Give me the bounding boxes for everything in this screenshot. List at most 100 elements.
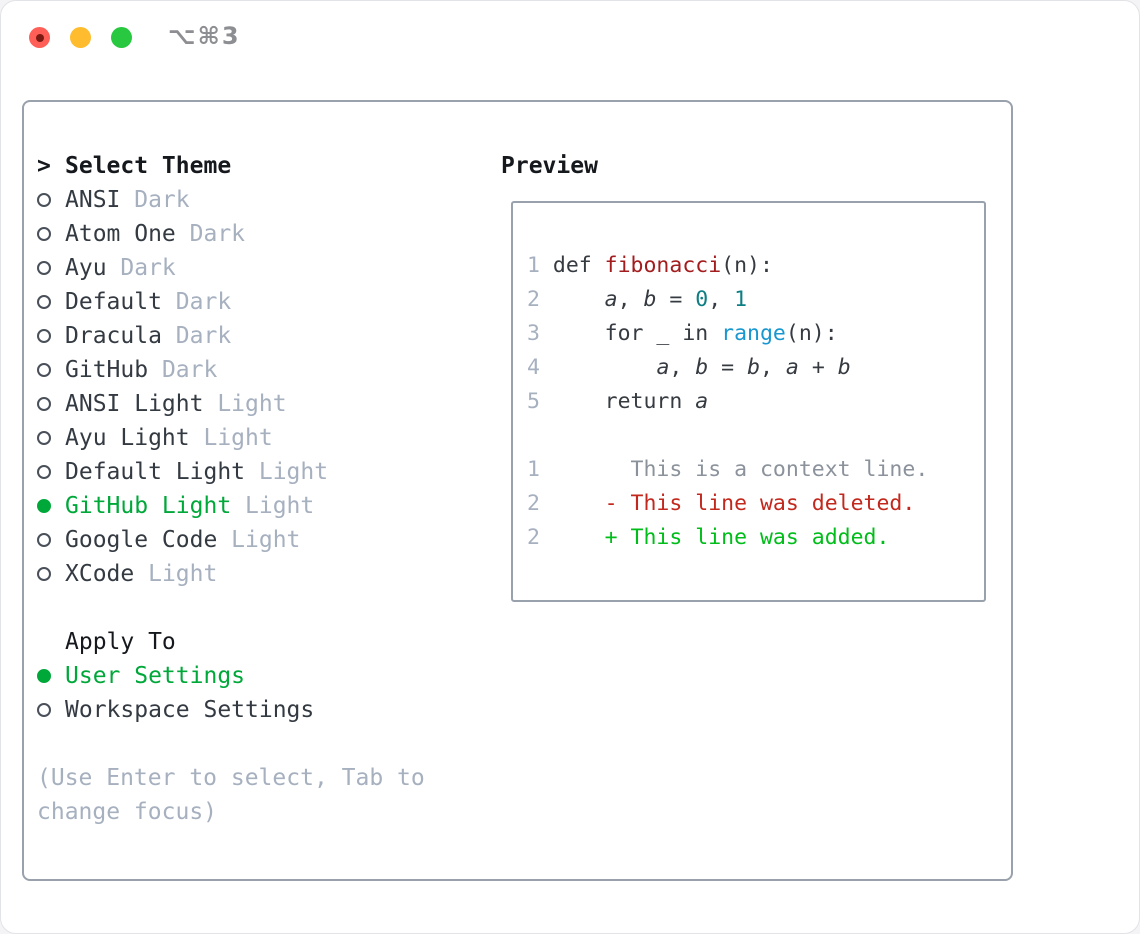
code-token-title: fibonacci <box>604 253 722 278</box>
apply-target-option[interactable]: Workspace Settings <box>37 693 425 727</box>
apply-target-option[interactable]: User Settings <box>37 659 425 693</box>
zoom-button[interactable] <box>111 27 132 48</box>
code-token-plain: , <box>708 287 735 312</box>
radio-icon <box>37 465 65 479</box>
radio-icon <box>37 431 65 445</box>
code-token-num: 0 <box>695 287 709 312</box>
theme-variant-label: Light <box>258 459 329 485</box>
apply-to-header: Apply To <box>37 625 425 659</box>
theme-name: Dracula <box>65 323 162 349</box>
code-token-var: b <box>643 287 657 312</box>
hint-line: change focus) <box>37 799 218 825</box>
theme-name: XCode <box>65 561 135 587</box>
line-number: 2 <box>527 287 540 312</box>
code-token-plain: + <box>798 355 838 380</box>
radio-icon <box>37 397 65 411</box>
theme-option[interactable]: Dracula Dark <box>37 319 425 353</box>
theme-option[interactable]: ANSI Light Light <box>37 387 425 421</box>
hint-line: (Use Enter to select, Tab to <box>37 765 425 791</box>
theme-option[interactable]: XCode Light <box>37 557 425 591</box>
code-token-var: b <box>695 355 709 380</box>
cursor-caret-icon: > <box>37 153 51 179</box>
theme-option[interactable]: Ayu Dark <box>37 251 425 285</box>
code-token-var: a <box>695 389 709 414</box>
code-line: 2 a, b = 0, 1 <box>527 283 970 317</box>
minimize-button[interactable] <box>70 27 91 48</box>
line-number: 3 <box>527 321 540 346</box>
code-token-plain <box>553 525 605 550</box>
keyboard-hint: (Use Enter to select, Tab to change focus… <box>37 761 425 829</box>
code-line: 4 a, b = b, a + b <box>527 351 970 385</box>
code-token-plain <box>553 491 605 516</box>
preview-label: Preview <box>501 153 598 179</box>
theme-variant-label: Dark <box>189 221 246 247</box>
close-button[interactable] <box>29 27 50 48</box>
theme-variant-label: Dark <box>175 289 232 315</box>
theme-option[interactable]: GitHub Dark <box>37 353 425 387</box>
theme-option[interactable]: Default Light Light <box>37 455 425 489</box>
theme-variant-label: Light <box>217 391 287 417</box>
code-token-plain <box>553 287 605 312</box>
line-number: 1 <box>527 457 540 482</box>
theme-name: Default <box>65 289 162 315</box>
theme-name: Google Code <box>65 527 218 553</box>
radio-selected-icon <box>37 669 65 683</box>
theme-variant-label: Dark <box>134 187 190 213</box>
theme-option[interactable]: GitHub Light Light <box>37 489 425 523</box>
radio-icon <box>37 703 65 717</box>
theme-variant-label: Dark <box>175 323 232 349</box>
theme-option[interactable]: Default Dark <box>37 285 425 319</box>
theme-variant-label: Light <box>245 493 315 519</box>
spacer <box>37 591 425 625</box>
code-token-plain: , <box>760 355 786 380</box>
code-line <box>527 419 970 453</box>
code-line: 3 for _ in range(n): <box>527 317 970 351</box>
code-token-var: b <box>837 355 851 380</box>
apply-to-label: Apply To <box>65 629 176 655</box>
radio-icon <box>37 261 65 275</box>
window-title: ⌥⌘3 <box>168 22 241 50</box>
theme-name: ANSI Light <box>65 391 204 417</box>
theme-name: Ayu Light <box>65 425 190 451</box>
line-number: 5 <box>527 389 540 414</box>
line-number: 2 <box>527 491 540 516</box>
radio-icon <box>37 193 65 207</box>
theme-name: Ayu <box>65 255 107 281</box>
code-token-plain: = <box>656 287 696 312</box>
theme-variant-label: Dark <box>161 357 218 383</box>
theme-variant-label: Dark <box>120 255 176 281</box>
radio-icon <box>37 295 65 309</box>
radio-icon <box>37 329 65 343</box>
line-number: 1 <box>527 253 540 278</box>
theme-name: Default Light <box>65 459 246 485</box>
code-token-num: 1 <box>734 287 748 312</box>
code-line: 5 return a <box>527 385 970 419</box>
radio-icon <box>37 533 65 547</box>
code-line: 2 - This line was deleted. <box>527 487 970 521</box>
code-token-plain: (n): <box>785 321 838 346</box>
theme-name: GitHub <box>65 357 149 383</box>
theme-name: GitHub Light <box>65 493 232 519</box>
code-token-context: This is a context line. <box>630 457 929 482</box>
code-token-added: + This line was added. <box>604 525 890 550</box>
code-line: 1 def fibonacci(n): <box>527 249 970 283</box>
code-token-var: a <box>604 287 618 312</box>
code-token-var: b <box>747 355 761 380</box>
code-token-plain: = <box>708 355 748 380</box>
code-token-plain: return <box>552 389 696 414</box>
code-token-var: a <box>785 355 799 380</box>
apply-target-name: Workspace Settings <box>65 697 315 723</box>
code-token-var: a <box>656 355 670 380</box>
code-token-plain: def <box>552 253 605 278</box>
code-token-builtin: range <box>721 321 786 346</box>
theme-variant-label: Light <box>148 561 218 587</box>
radio-icon <box>37 363 65 377</box>
code-token-plain: (n): <box>721 253 773 278</box>
select-theme-header: > Select Theme <box>37 149 425 183</box>
